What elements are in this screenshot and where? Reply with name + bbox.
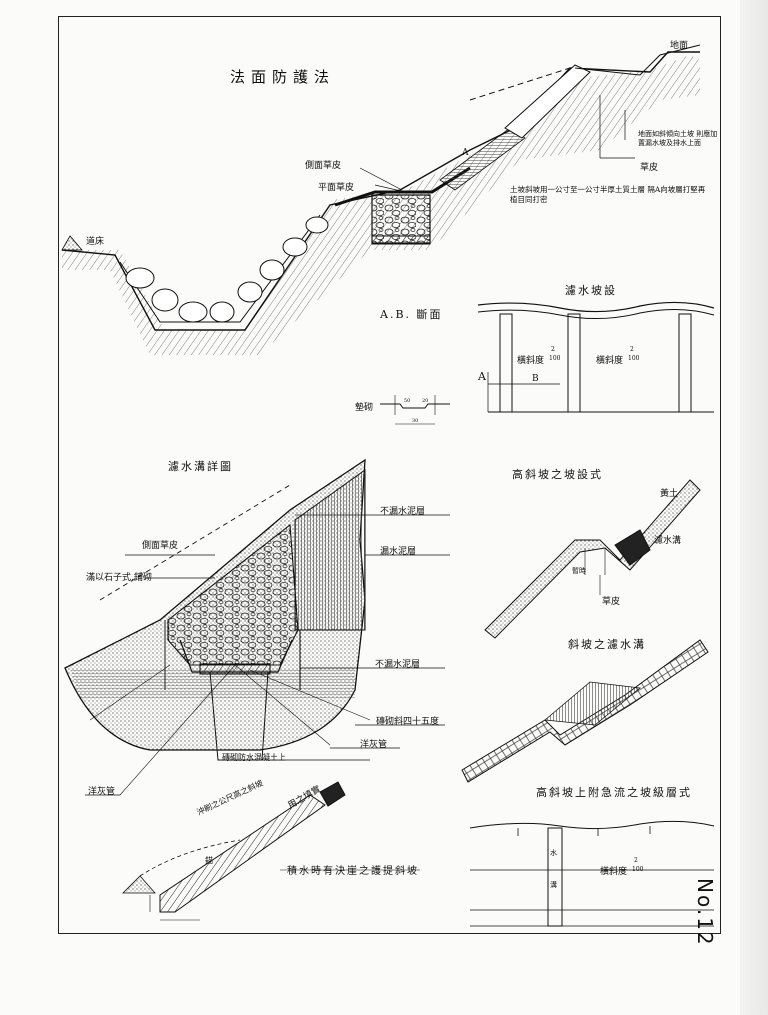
fig3-frac-num-right: 2	[630, 346, 634, 353]
fig5-earth: 黃土	[660, 489, 679, 499]
fig6-title: 斜坡之濾水溝	[568, 638, 646, 651]
fig7-mark-mid: 溝	[550, 881, 557, 889]
fig3-slope-left: 橫斜度	[517, 356, 545, 366]
drawing-frame	[58, 16, 721, 934]
fig6-slope	[461, 639, 709, 783]
fig1-road-label: 道床	[86, 237, 105, 247]
fig3-frac-num-left: 2	[551, 346, 555, 353]
fig4-non-leak-mid: 不漏水泥層	[375, 660, 421, 670]
fig3-plan	[477, 301, 715, 413]
fig4-non-leak-top: 不漏水泥層	[380, 507, 426, 517]
fig4-concrete: 磚砌防水混凝土上	[222, 753, 286, 762]
fig4-drain-pipe-left: 洋灰管	[88, 787, 116, 797]
fig1-grass-label: 草皮	[640, 163, 659, 173]
fig4-title: 濾水溝詳圖	[168, 460, 233, 473]
fig8-embankment	[122, 781, 420, 921]
fig5-slope	[484, 479, 701, 639]
fig2-base-label: 墊砌	[355, 403, 374, 413]
fig4-drain-pipe: 洋灰管	[360, 740, 388, 750]
fig3-B-label: B	[532, 374, 539, 384]
fig1-slope-note: 地面如斜傾向土坡 則應加置漏水坡及排水上面	[638, 130, 718, 147]
fig4-detail	[64, 458, 450, 796]
fig7-frac-den: 100	[632, 866, 644, 873]
fig8-label: 錨	[205, 856, 213, 865]
fig7-slope: 橫斜度	[600, 867, 628, 877]
fig1-flat-grass-label: 平面草皮	[318, 183, 355, 193]
fig1-top-label: 地面	[670, 41, 689, 51]
main-title: 法面防護法	[230, 68, 336, 86]
fig3-slope-right: 橫斜度	[596, 356, 624, 366]
fig2-dim-2: 20	[422, 398, 429, 404]
fig1-A-label: A	[462, 148, 469, 158]
fig4-brick: 磚砌斜四十五度	[376, 717, 440, 727]
fig4-stone-fill: 滿以石子式,鋪砌	[86, 573, 152, 583]
fig8-caption: 積水時有決崖之護提斜坡	[287, 866, 419, 877]
fig7-mark-top: 水	[550, 849, 557, 857]
fig3-A-label: A	[478, 370, 486, 383]
fig4-leak-layer: 漏水泥層	[380, 547, 417, 557]
fig7-steps	[469, 820, 715, 927]
sheet-number: No.12	[693, 878, 717, 947]
fig2-dim-1: 50	[404, 398, 411, 404]
fig3-title: 濾水坡設	[565, 284, 617, 297]
fig3-frac-den-left: 100	[549, 355, 561, 362]
fig1-side-grass-label: 側面草皮	[305, 161, 342, 171]
fig5-grass: 草皮	[602, 597, 621, 607]
fig1-section	[61, 44, 701, 355]
fig4-side-grass: 側面草皮	[142, 541, 179, 551]
fig5-drain: 濾水溝	[654, 536, 682, 546]
page-edge	[740, 0, 768, 1015]
fig2-dim-3: 30	[412, 418, 419, 424]
fig3-frac-den-right: 100	[628, 355, 640, 362]
fig5-dim: 暫時	[572, 567, 586, 575]
fig5-title: 高斜坡之坡設式	[512, 468, 603, 481]
fig2-detail	[380, 395, 450, 425]
fig1-earth-note: 土坡斜坡用一公寸至一公寸半厚土質土層 隔A向坡層打堅再植目同打密	[510, 185, 706, 204]
fig7-frac-num: 2	[634, 857, 638, 864]
fig2-title: A.B. 斷面	[380, 308, 443, 321]
fig7-title: 高斜坡上附急流之坡級層式	[536, 786, 692, 799]
